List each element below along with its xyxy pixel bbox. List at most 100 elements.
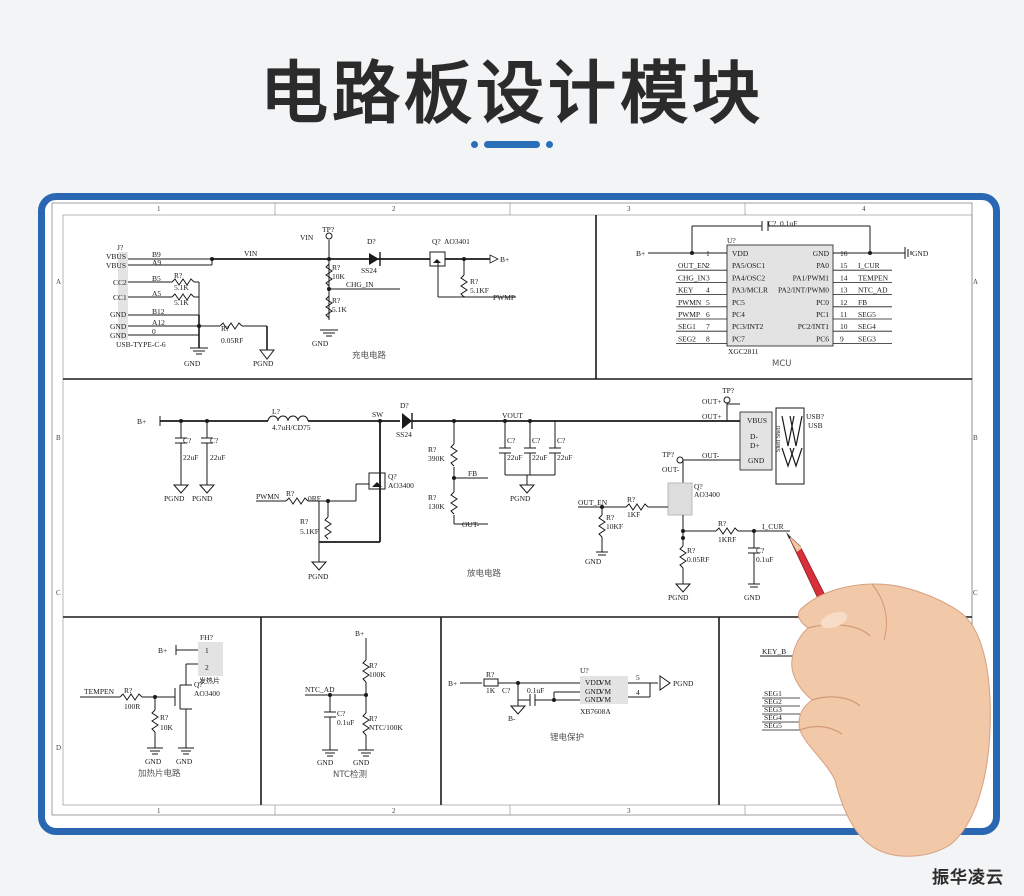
discharge-c3-ref: C? [507, 436, 516, 445]
mcu-ref: U? [727, 236, 736, 245]
discharge-pgnd1: PGND [164, 494, 185, 503]
discharge-c4-ref: C? [532, 436, 541, 445]
heater-r2-val: 10K [160, 723, 174, 732]
charging-diode-val: SS24 [361, 266, 377, 275]
discharge-ri-ref: R? [718, 519, 727, 528]
discharge-rp-ref: R? [300, 517, 309, 526]
battery-r-ref: R? [486, 670, 495, 679]
discharge-gnd2: GND [744, 593, 761, 602]
mcu-right-net-2: I_CUR [858, 261, 880, 270]
discharge-q2-val: AO3400 [694, 490, 720, 499]
usb-c-pin-gnd2: GND [110, 322, 127, 331]
discharge-rs-ref: R? [687, 546, 696, 555]
usb-pin-dp: D+ [750, 441, 760, 450]
mcu-right-pin-7: PC2/INT1 [798, 322, 830, 331]
battery-pin-vdd: VDD [585, 678, 602, 687]
battery-pin-num5: 5 [636, 673, 640, 682]
usb-shell: Shell Shell [776, 425, 782, 452]
discharge-rg-ref: R? [286, 489, 295, 498]
mcu-cap-val: 0.1uF [780, 219, 797, 228]
battery-pin-vm2: VM [599, 687, 611, 696]
ntc-circuit: B+ R? 100K NTC_AD C? 0.1uF R? NTC/100K G… [305, 629, 403, 780]
mcu-left-pin-1: VDD [732, 249, 749, 258]
grid-row-a-right: A [973, 278, 978, 286]
mcu-left-pin-3: PA4/OSC2 [732, 273, 765, 282]
usb-c-pin-gnd1: GND [110, 310, 127, 319]
mcu-left-num-5: 5 [706, 298, 710, 307]
section-label-mcu: MCU [772, 359, 792, 369]
ntc-c-val: 0.1uF [337, 718, 354, 727]
charging-tp-net: VIN [300, 233, 314, 242]
discharge-ra-ref: R? [428, 445, 437, 454]
discharge-outp-net: OUT+ [702, 397, 722, 406]
charging-tp-ref: TP? [322, 225, 335, 234]
charging-r1-val: 5.1K [174, 283, 189, 292]
mcu-right-num-1: 16 [840, 249, 848, 258]
usb-c-num-0: 0 [152, 327, 156, 336]
discharge-ri-val: 1KRF [718, 535, 736, 544]
charging-r5-val: 5.1KF [470, 286, 489, 295]
discharge-c2-ref: C? [210, 436, 219, 445]
mcu-left-net-6: PWMP [678, 310, 700, 319]
mcu-left-num-1: 1 [706, 249, 710, 258]
usb-pin-gnd: GND [748, 456, 765, 465]
discharge-rg-val: 0RF [308, 494, 321, 503]
usb-c-name: USB-TYPE-C-6 [116, 340, 166, 349]
heater-fh-ref: FH? [200, 633, 214, 642]
usb-name: USB [808, 421, 823, 430]
mcu-part: XGC2811 [728, 347, 759, 356]
discharge-c1-ref: C? [183, 436, 192, 445]
mcu-left-num-4: 4 [706, 286, 710, 295]
heater-r1-val: 100R [124, 702, 140, 711]
discharge-c2-val: 22uF [210, 453, 225, 462]
discharge-q-ref: Q? [388, 472, 397, 481]
section-label-battery: 锂电保护 [550, 732, 584, 743]
mcu-right-pin-8: PC6 [816, 334, 829, 343]
battery-pin-num4: 4 [636, 688, 640, 697]
discharge-tp2-ref: TP? [662, 450, 675, 459]
grid-col-4: 4 [862, 205, 866, 213]
battery-c-val: 0.1uF [527, 686, 544, 695]
battery-u-ref: U? [580, 666, 589, 675]
discharge-ra-val: 390K [428, 454, 445, 463]
usb-pin-dm: D- [750, 432, 758, 441]
discharge-c4-val: 22uF [532, 453, 547, 462]
discharge-outm-net: OUT- [462, 520, 480, 529]
discharge-c5-ref: C? [557, 436, 566, 445]
heater-fh-pin1: 1 [205, 646, 209, 655]
usb-c-num-b12: B12 [152, 307, 165, 316]
ntc-r1-val: 100K [369, 670, 386, 679]
charging-circuit: J? VBUS VBUS CC2 CC1 GND GND GND B9 A9 B… [106, 225, 516, 368]
usb-c-num-a5: A5 [152, 289, 161, 298]
discharge-circuit: B+ L? 4.7uH/CD75 SW D? SS24 VOUT C? 22uF… [137, 386, 825, 602]
ntc-r1-ref: R? [369, 661, 378, 670]
discharge-outm2-net: OUT- [662, 465, 680, 474]
discharge-rd-val: 10KF [606, 522, 623, 531]
grid-col-1-bottom: 1 [157, 807, 161, 815]
battery-r-val: 1K [486, 686, 496, 695]
charging-r2-val: 5.1K [174, 298, 189, 307]
seg-net-1: SEG1 [764, 689, 782, 698]
mcu-left-net-7: SEG1 [678, 322, 696, 331]
usb-c-pin-cc1: CC1 [113, 293, 127, 302]
seg-net-2: SEG2 [764, 697, 782, 706]
usb-pin-vbus: VBUS [747, 416, 767, 425]
discharge-c1-val: 22uF [183, 453, 198, 462]
discharge-gnd: GND [585, 557, 602, 566]
mcu-left-num-6: 6 [706, 310, 710, 319]
discharge-ren-val: 1KF [627, 510, 640, 519]
mcu-right-pin-5: PC0 [816, 298, 829, 307]
usb-c-pin-vbus1: VBUS [106, 252, 126, 261]
usb-c-num-b9: B9 [152, 250, 161, 259]
usb-c-pin-vbus2: VBUS [106, 261, 126, 270]
heater-gnd1: GND [145, 757, 162, 766]
discharge-out-en-net: OUT_EN [578, 498, 608, 507]
usb-c-ref: J? [117, 243, 124, 252]
discharge-q2-ref: Q? [694, 482, 703, 491]
discharge-c5-val: 22uF [557, 453, 572, 462]
discharge-l-val: 4.7uH/CD75 [272, 423, 311, 432]
battery-c-ref: C? [502, 686, 511, 695]
charging-gnd: GND [184, 359, 201, 368]
charging-gnd2: GND [312, 339, 329, 348]
